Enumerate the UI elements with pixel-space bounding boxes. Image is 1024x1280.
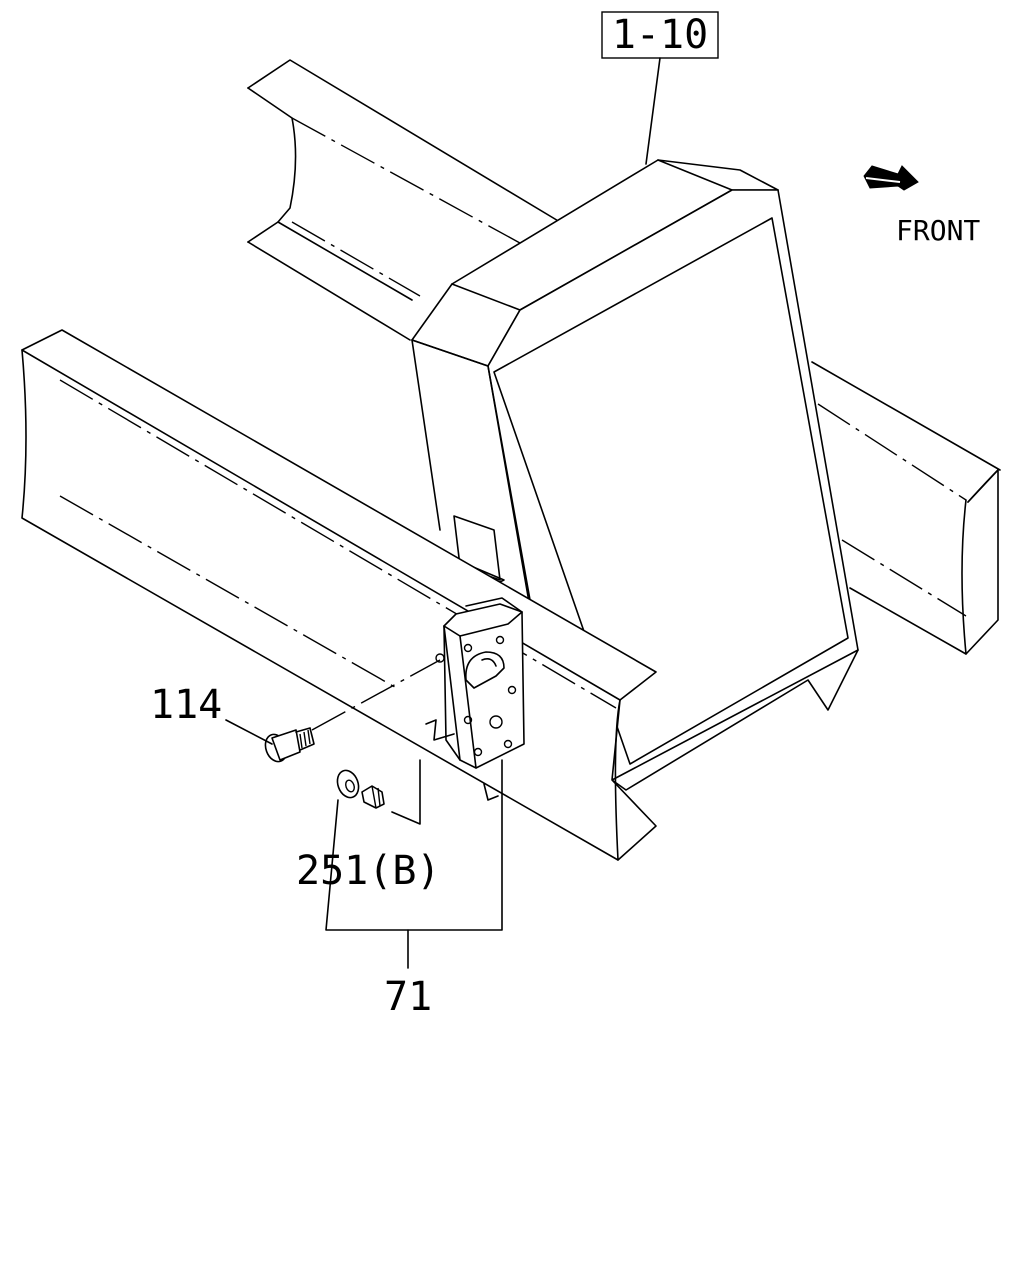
callout-71: 71 <box>384 974 432 1020</box>
leader-lines <box>225 57 661 969</box>
reference-box: 1-10 <box>601 11 719 59</box>
reference-box-label: 1-10 <box>612 12 708 58</box>
callout-251b: 251(B) <box>296 848 441 894</box>
bolt-114 <box>264 659 441 763</box>
tank-assembly <box>411 159 859 791</box>
clip-251b <box>336 769 385 809</box>
mounting-bracket <box>425 597 525 801</box>
direction-arrow-icon <box>863 165 919 191</box>
front-label: FRONT <box>896 214 980 247</box>
rear-frame-rail <box>247 59 1001 655</box>
front-indicator: FRONT <box>863 165 980 247</box>
callout-114: 114 <box>150 682 222 728</box>
